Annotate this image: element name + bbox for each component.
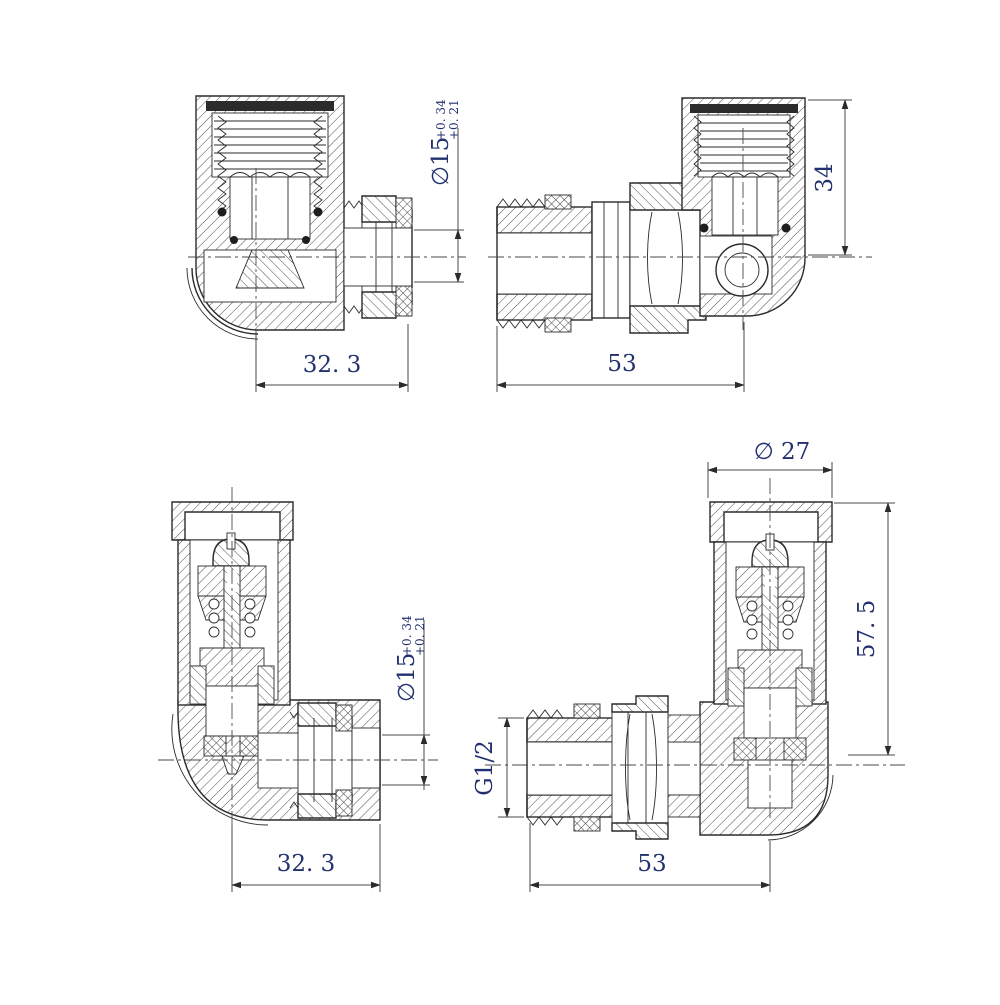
dimension-bore-dia-15: ∅15 +0. 34 +0. 21 [382, 615, 430, 790]
dimension-height-34: 34 [808, 99, 852, 256]
view-lockshield-valve-side: 32. 3 ∅15 +0. 34 +0. 21 [158, 487, 438, 892]
dimension-thread-g12: G1/2 [472, 717, 524, 818]
dim-text-bore-tol-upper: +0. 34 [400, 615, 414, 656]
dim-text-bore-tol-lower: +0. 21 [447, 99, 461, 140]
dimension-bore-dia-15: ∅15 +0. 34 +0. 21 [414, 99, 464, 283]
view-angle-valve-front: 53 34 [488, 97, 872, 392]
dimension-width-32-3: 32. 3 [255, 324, 409, 392]
dim-text-bore-dia: ∅15 [394, 653, 420, 702]
dimension-cap-dia-27: ∅ 27 [707, 439, 833, 498]
dim-text-height: 57. 5 [854, 600, 880, 659]
dimension-width-32-3: 32. 3 [231, 824, 381, 892]
dim-text-width: 32. 3 [277, 851, 336, 877]
view-angle-valve-side: 32. 3 ∅15 +0. 34 +0. 21 [186, 95, 466, 392]
dimension-width-53: 53 [496, 322, 745, 392]
dim-text-bore-dia: ∅15 [428, 137, 454, 186]
dim-text-cap-dia: ∅ 27 [754, 439, 811, 465]
dim-text-width: 53 [607, 351, 636, 377]
dim-text-thread: G1/2 [472, 740, 498, 795]
dim-text-height: 34 [812, 163, 838, 192]
dim-text-width: 53 [637, 851, 666, 877]
dim-text-width: 32. 3 [303, 352, 362, 378]
dim-text-bore-tol-lower: +0. 21 [413, 615, 427, 656]
dimension-height-57-5: 57. 5 [834, 502, 895, 756]
dimension-width-53: 53 [529, 823, 771, 892]
dim-text-bore-tol-upper: +0. 34 [434, 99, 448, 140]
view-lockshield-valve-front: ∅ 27 57. 5 53 G1/2 [472, 439, 905, 892]
